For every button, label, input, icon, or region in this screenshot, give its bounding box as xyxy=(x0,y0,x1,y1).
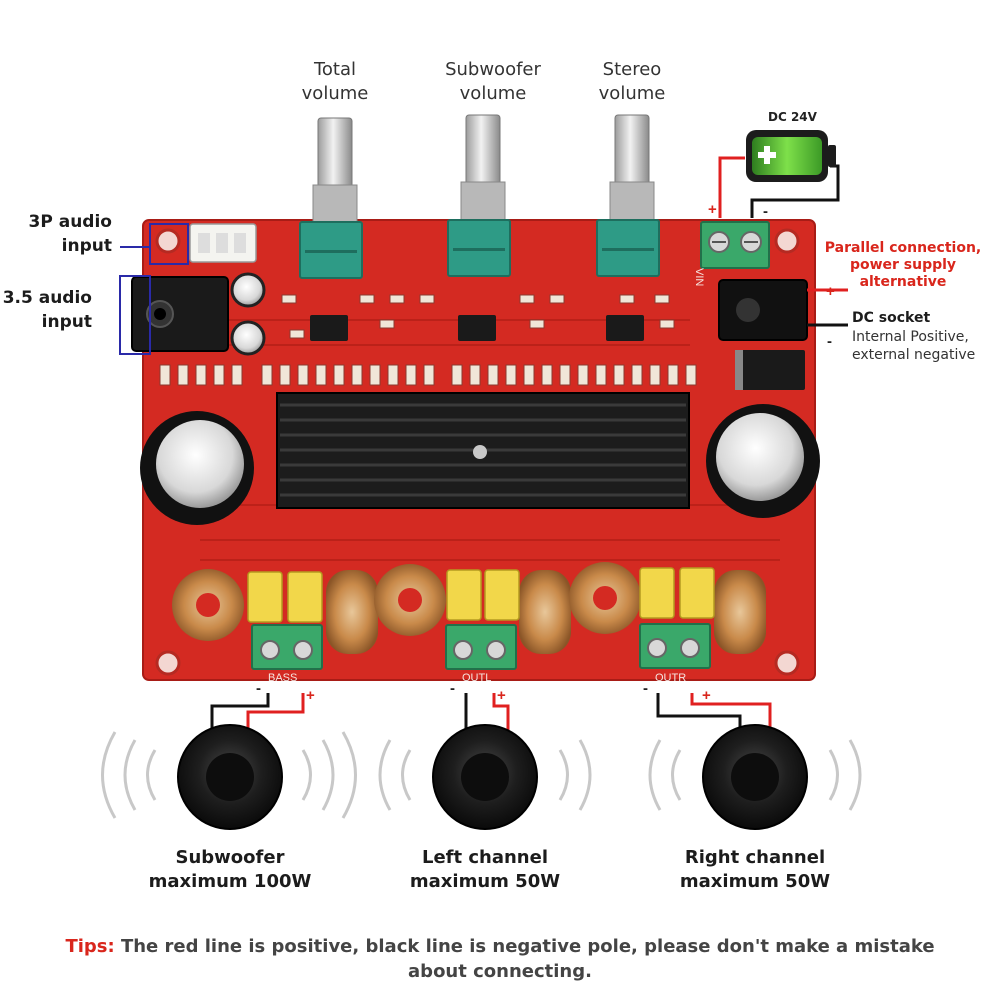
audio-jack xyxy=(131,276,229,352)
speaker-label-subwoofer: Subwoofer maximum 100W xyxy=(148,847,312,892)
knob-label-stereo: Stereo volume xyxy=(598,59,666,104)
minus-marker: - xyxy=(450,680,455,697)
terminal-bass xyxy=(251,624,323,670)
film-capacitors xyxy=(247,567,715,623)
speaker-left-icon xyxy=(378,724,592,830)
diode xyxy=(735,350,805,390)
potentiometer-subwoofer xyxy=(447,114,511,277)
knob-label-subwoofer: Subwoofer volume xyxy=(445,59,541,104)
ic-chips xyxy=(310,315,644,341)
minus-marker: - xyxy=(256,680,261,697)
silkscreen-outl: OUTL xyxy=(462,672,491,684)
terminal-outl xyxy=(445,624,517,670)
silkscreen-bass: BASS xyxy=(268,672,297,684)
heatsink xyxy=(276,392,690,509)
smd-resistors xyxy=(159,294,697,386)
speaker-right-icon xyxy=(648,724,862,830)
inductors xyxy=(172,562,766,654)
input-callouts xyxy=(119,223,189,355)
dc-socket xyxy=(718,279,808,341)
mount-hole xyxy=(155,228,181,254)
potentiometer-total xyxy=(299,117,363,279)
silkscreen-vin: VIN xyxy=(693,268,705,286)
dc-socket-description: Internal Positive, external negative xyxy=(852,329,976,363)
minus-marker: - xyxy=(763,203,768,220)
dc-socket-title: DC socket xyxy=(852,310,931,326)
large-capacitor-left xyxy=(140,411,254,525)
potentiometer-stereo xyxy=(596,114,660,277)
plus-marker: + xyxy=(826,283,835,300)
speaker-label-right: Right channel maximum 50W xyxy=(679,847,831,892)
terminal-outr xyxy=(639,623,711,669)
tips-heading: Tips: xyxy=(65,936,115,957)
parallel-connection-note: Parallel connection, power supply altern… xyxy=(824,240,982,290)
large-capacitor-right xyxy=(706,404,820,518)
plus-marker: + xyxy=(702,687,711,704)
plus-marker: + xyxy=(306,687,315,704)
mount-hole xyxy=(774,650,800,676)
tips-body: The red line is positive, black line is … xyxy=(114,936,935,982)
speaker-subwoofer-icon xyxy=(101,724,357,830)
mount-hole xyxy=(774,228,800,254)
plus-marker: + xyxy=(708,201,717,218)
small-capacitors xyxy=(230,272,266,356)
input-label-jack: 3.5 audio input xyxy=(2,288,92,332)
power-terminal-block xyxy=(700,221,770,269)
battery-label: DC 24V xyxy=(768,110,817,124)
silkscreen-outr: OUTR xyxy=(655,672,686,684)
minus-marker: - xyxy=(643,680,648,697)
minus-marker: - xyxy=(827,333,832,350)
mount-hole xyxy=(155,650,181,676)
speaker-label-left: Left channel maximum 50W xyxy=(409,847,561,892)
plus-marker: + xyxy=(497,687,506,704)
input-label-3p: 3P audio input xyxy=(28,212,112,256)
tips-note: Tips: The red line is positive, black li… xyxy=(40,934,960,984)
knob-label-total: Total volume xyxy=(301,59,369,104)
three-pin-connector xyxy=(189,223,257,263)
battery-icon xyxy=(746,130,836,182)
